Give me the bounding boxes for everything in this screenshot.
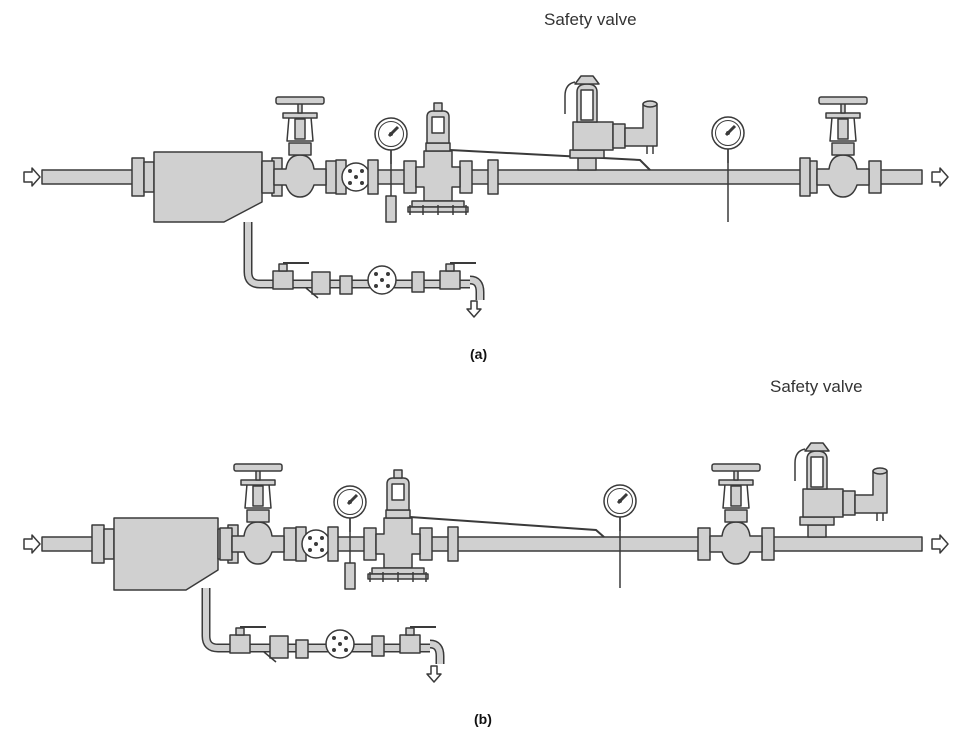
globe-valve-icon (261, 96, 339, 198)
pressure-reducing-valve-a (403, 102, 473, 216)
safety-valve-label-b: Safety valve (770, 377, 863, 396)
drain-arrow-a (466, 300, 482, 318)
strainer-b (295, 526, 339, 562)
caption-a: (a) (470, 346, 488, 362)
globe-valve-icon (804, 96, 882, 198)
safety-valve-b (794, 442, 888, 538)
flow-out-arrow-b (931, 534, 949, 554)
drain-line-b (201, 588, 445, 664)
separator-b (91, 517, 239, 591)
drain-line-a (243, 222, 485, 300)
flow-in-arrow-a (23, 167, 41, 187)
safety-valve-label-a: Safety valve (544, 10, 637, 29)
pressure-reducing-valve-b (363, 469, 433, 583)
safety-valve-a (564, 75, 658, 171)
drain-arrow-b (426, 665, 442, 683)
diagram-a (23, 75, 949, 318)
flow-in-arrow-b (23, 534, 41, 554)
globe-valve-icon (697, 463, 775, 565)
diagram-b (23, 442, 949, 683)
globe-valve-icon (219, 463, 297, 565)
flow-out-arrow-a (931, 167, 949, 187)
caption-b: (b) (474, 711, 492, 727)
strainer-a (335, 159, 379, 195)
separator-a (131, 151, 283, 223)
